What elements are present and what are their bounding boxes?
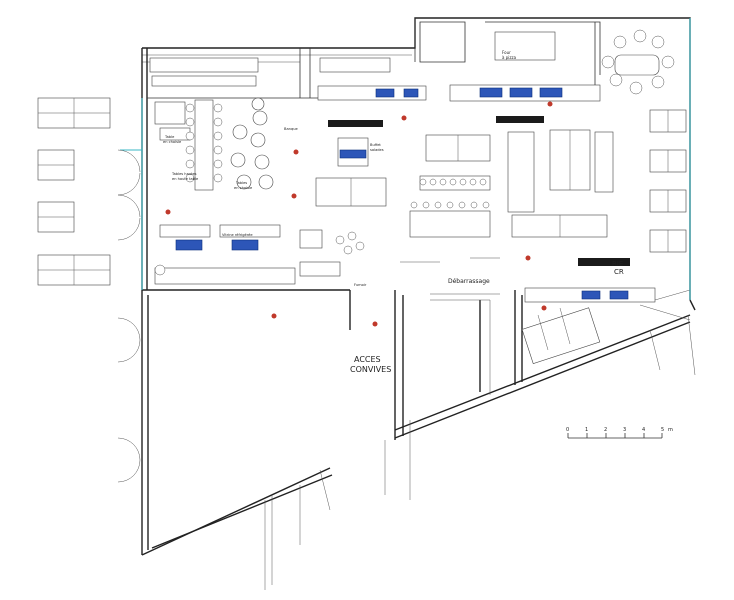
- tables-hautes-label: Tables hautes: [171, 172, 197, 176]
- rie-label: RIE: [612, 260, 623, 268]
- table-choisie-label: Table: [164, 135, 175, 139]
- round-tables: [230, 97, 274, 190]
- scale-tick-label: 2: [604, 427, 607, 433]
- buffet-sub: salades: [370, 148, 384, 152]
- scale-tick-label: 0: [566, 427, 569, 433]
- tables-rondes-sub: en choisie: [234, 186, 253, 190]
- buffet-label: Buffet: [370, 143, 381, 147]
- scale-tick-label: 1: [585, 427, 588, 433]
- dining-left: [149, 57, 341, 285]
- dining-center: [315, 109, 687, 255]
- kitchen-line: [317, 31, 601, 167]
- convives-label: CONVIVES: [350, 365, 391, 374]
- meeting-table: [601, 29, 675, 95]
- vitrine-label: Vitrine réfrigérée: [222, 233, 253, 237]
- four-sub-label: à pizza: [502, 55, 517, 60]
- tables-hautes-sub: en haute table: [172, 177, 199, 181]
- windows: [120, 18, 691, 300]
- debarrassage-label: Débarrassage: [448, 278, 490, 285]
- banque-label: Banque: [284, 127, 299, 131]
- four-label: Four: [502, 50, 511, 55]
- scale-tick-label: 4: [642, 427, 645, 433]
- tables-rondes-label: Tables: [235, 181, 247, 185]
- scale-unit-label: m: [668, 427, 673, 433]
- scale-tick-label: 3: [623, 427, 626, 433]
- bottom-kitchen: [400, 257, 656, 365]
- rie-sub-label: CR: [614, 268, 624, 276]
- scale-tick-label: 5: [661, 427, 664, 433]
- acces-label: ACCES: [354, 355, 381, 364]
- fumoir-label: Fumoir: [354, 283, 367, 287]
- table-choisie-sub: en choisie: [163, 140, 182, 144]
- terrace-tables: [37, 97, 141, 483]
- outer-walls: [141, 17, 696, 590]
- markers: [165, 101, 553, 327]
- stools: [185, 103, 223, 183]
